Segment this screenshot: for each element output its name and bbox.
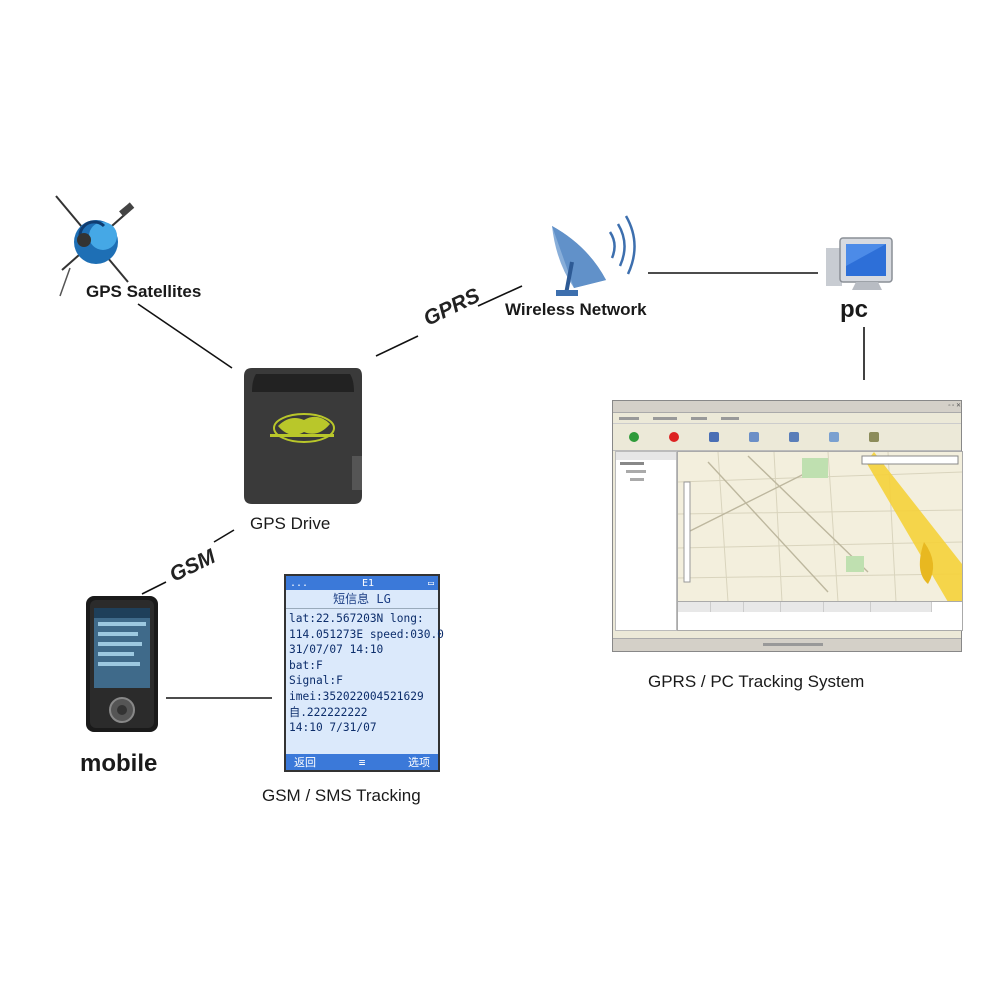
sms-line: Signal:F (289, 674, 343, 688)
signal-icon: ... (290, 577, 309, 589)
window-titlebar: ▫ ▫ ✕ (613, 401, 961, 413)
sms-line: 114.051273E speed:030.0 (289, 627, 444, 641)
gprs-pc-tracking-label: GPRS / PC Tracking System (648, 672, 865, 691)
toolbar-start-icon (617, 431, 651, 443)
monitor-icon (826, 237, 893, 290)
toolbar-stop-icon (657, 431, 691, 443)
data-grid (677, 601, 963, 631)
sms-line: lat:22.567203N long: (289, 612, 424, 625)
softkey-back: 返回 (294, 756, 316, 769)
line-device-mobile-b (141, 581, 167, 595)
gps-satellites-label: GPS Satellites (86, 282, 202, 301)
street-map-graphic (677, 451, 963, 603)
gsm-sms-tracking-label: GSM / SMS Tracking (262, 786, 421, 805)
window-toolbar (613, 424, 961, 451)
sms-status-bar: ... E1 ▭ (286, 576, 438, 590)
satellite-icon (55, 195, 135, 297)
toolbar-device-icon (697, 431, 731, 443)
wireless-network-label: Wireless Network (505, 300, 647, 319)
sms-line: 14:10 7/31/07 (289, 721, 377, 735)
menu-icon: ≡ (358, 755, 366, 769)
window-controls-icon: ▫ ▫ ✕ (948, 403, 961, 409)
connector-lines (137, 272, 865, 699)
sms-line: imei:352022004521629 (289, 689, 424, 703)
line-device-wireless-a (375, 335, 419, 357)
toolbar-settings-icon (737, 431, 771, 443)
device-tree-panel (615, 451, 677, 631)
toolbar-report-icon (777, 431, 811, 443)
line-device-wireless-b (477, 285, 523, 307)
line-satellite-device (137, 303, 233, 369)
window-statusbar (613, 638, 961, 651)
sms-softkeys: 返回 ≡ 选项 (286, 754, 438, 770)
sms-line: bat:F (289, 658, 323, 672)
sms-line: 31/07/07 14:10 (289, 643, 384, 657)
antenna-icon (552, 215, 636, 296)
mobile-phone-icon (86, 596, 158, 732)
tracking-map (677, 451, 963, 603)
toolbar-tools-icon (857, 431, 891, 443)
network-indicator: E1 (361, 577, 375, 589)
gps-device-icon (244, 368, 362, 504)
battery-icon: ▭ (427, 577, 434, 589)
toolbar-zoom-icon (817, 431, 851, 443)
gps-drive-label: GPS Drive (250, 514, 331, 533)
softkey-options: 选项 (408, 756, 430, 769)
pc-label: pc (840, 296, 869, 323)
sms-message-body: lat:22.567203N long: 114.051273E speed:0… (286, 609, 444, 738)
mobile-label: mobile (80, 750, 158, 777)
line-device-mobile-a (213, 529, 235, 543)
sms-line: 自.222222222 (289, 705, 368, 719)
window-menubar (613, 413, 961, 424)
sms-header: 短信息 LG (286, 590, 438, 609)
sms-phone-screen: ... E1 ▭ 短信息 LG lat:22.567203N long: 114… (284, 574, 444, 772)
tracking-software-window: ▫ ▫ ✕ (612, 400, 963, 652)
